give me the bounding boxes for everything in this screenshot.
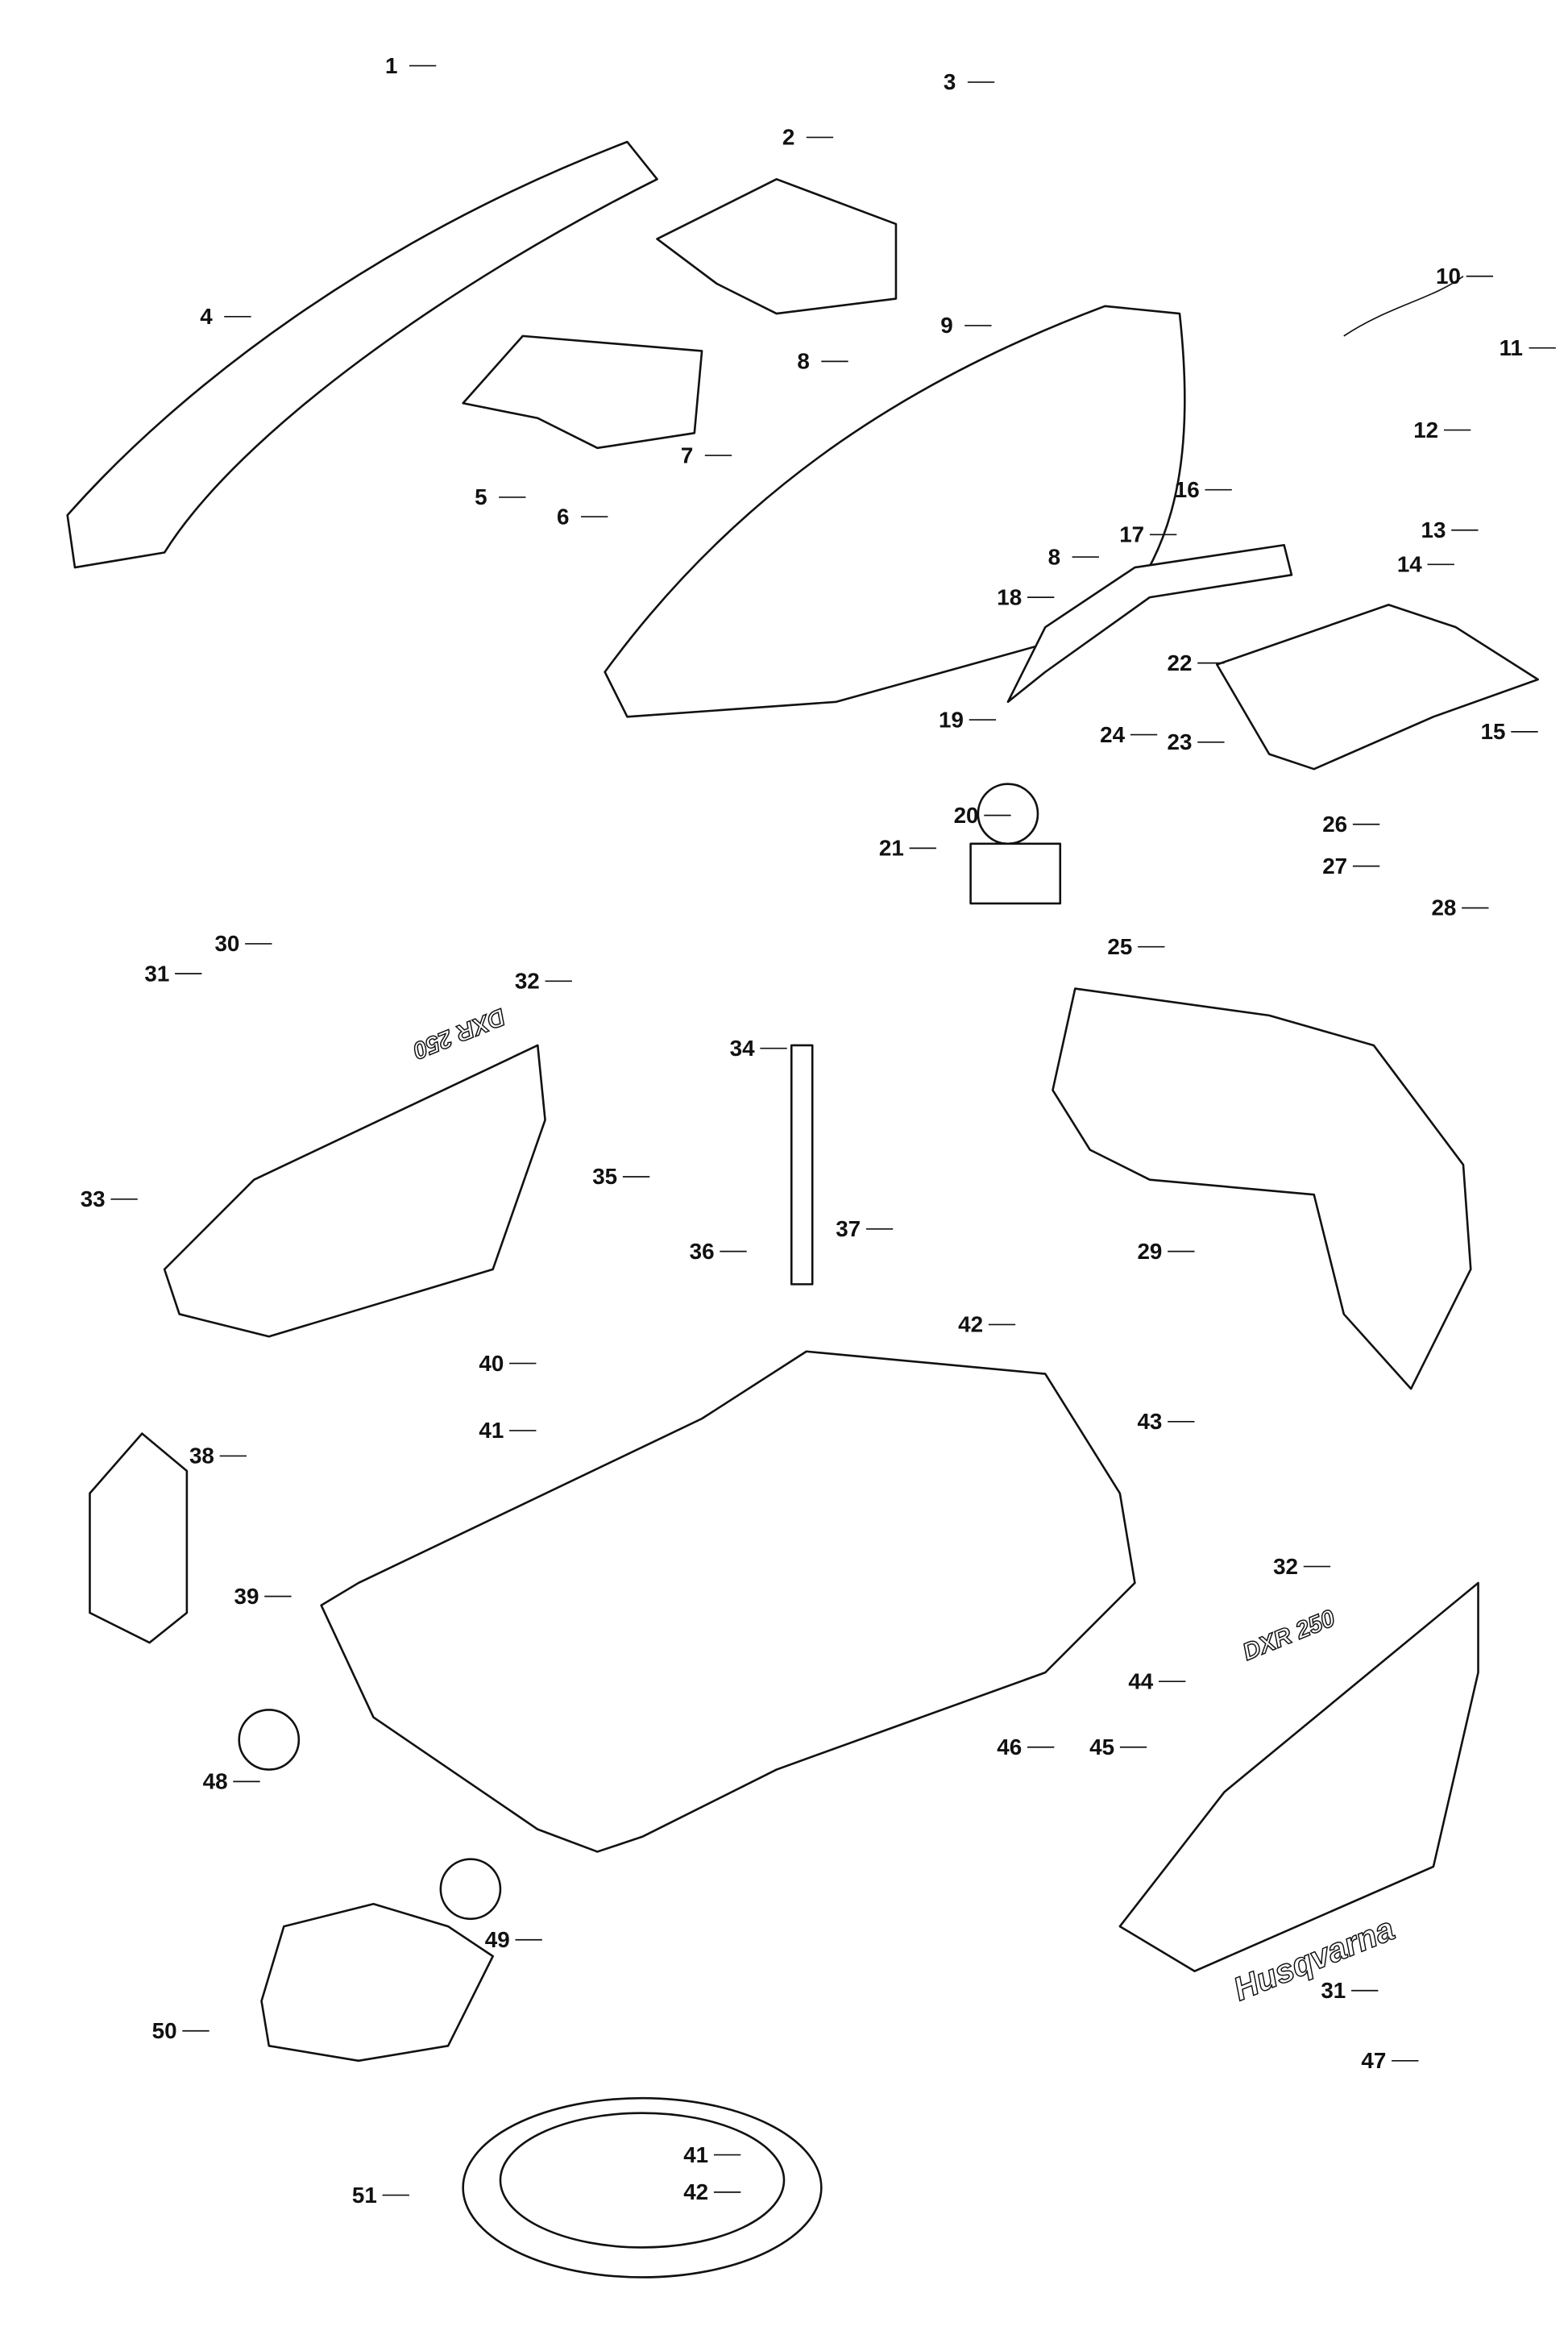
callout-51: 51 — [352, 2183, 377, 2208]
callout-17: 17 — [1119, 522, 1144, 547]
callout-26: 26 — [1322, 812, 1347, 837]
side-panel-right — [1118, 1581, 1479, 1972]
callout-40: 40 — [479, 1351, 504, 1376]
cable-hose — [1343, 276, 1464, 337]
callout-32: 32 — [1273, 1554, 1298, 1579]
callout-19: 19 — [939, 707, 964, 732]
callout-44: 44 — [1128, 1668, 1153, 1693]
callout-41: 41 — [479, 1418, 504, 1443]
control-arm — [1006, 543, 1293, 704]
callout-15: 15 — [1481, 719, 1506, 744]
callout-42: 42 — [958, 1312, 983, 1337]
top-cover-left — [66, 140, 658, 569]
callout-35: 35 — [592, 1164, 617, 1189]
bracket-plate — [1216, 604, 1539, 771]
callout-46: 46 — [997, 1734, 1022, 1759]
callout-13: 13 — [1421, 517, 1446, 542]
callout-16: 16 — [1175, 477, 1200, 502]
rear-housing — [1052, 987, 1472, 1390]
callout-18: 18 — [997, 584, 1022, 609]
callout-12: 12 — [1413, 418, 1438, 442]
model-decal-mirrored: DXR 250 — [409, 1003, 508, 1064]
model-decal: DXR 250 — [1239, 1605, 1339, 1666]
side-panel-left — [163, 1044, 546, 1338]
mount-plate — [462, 334, 703, 450]
callout-8: 8 — [797, 349, 809, 374]
front-guard-left — [89, 1432, 189, 1644]
light-left — [238, 1709, 301, 1771]
callout-36: 36 — [690, 1239, 715, 1264]
bearing-base — [969, 842, 1062, 905]
callout-28: 28 — [1431, 895, 1456, 920]
callout-14: 14 — [1397, 552, 1422, 577]
callout-50: 50 — [152, 2018, 177, 2043]
callout-45: 45 — [1089, 1734, 1114, 1759]
callout-1: 1 — [385, 53, 397, 78]
callout-30: 30 — [214, 931, 239, 956]
callout-43: 43 — [1137, 1409, 1162, 1434]
callout-39: 39 — [234, 1584, 259, 1609]
callout-25: 25 — [1107, 934, 1132, 959]
callout-11: 11 — [1500, 335, 1523, 360]
callout-21: 21 — [879, 836, 904, 861]
callout-33: 33 — [81, 1186, 106, 1211]
callout-47: 47 — [1361, 2048, 1386, 2073]
callout-9: 9 — [940, 313, 952, 338]
callout-34: 34 — [730, 1036, 755, 1061]
callout-42: 42 — [683, 2179, 708, 2204]
callout-10: 10 — [1436, 264, 1461, 289]
callout-5: 5 — [475, 484, 487, 509]
callout-37: 37 — [836, 1216, 861, 1241]
callout-27: 27 — [1322, 854, 1347, 879]
callout-20: 20 — [954, 803, 979, 828]
callout-49: 49 — [485, 1927, 510, 1952]
top-cover-main — [604, 305, 1186, 718]
callout-31: 31 — [1321, 1978, 1346, 2003]
callout-22: 22 — [1168, 650, 1193, 675]
top-cover-middle — [656, 178, 898, 315]
callout-4: 4 — [200, 304, 213, 329]
callout-7: 7 — [681, 442, 693, 467]
callout-2: 2 — [782, 125, 794, 150]
callout-38: 38 — [189, 1444, 214, 1469]
callout-32: 32 — [515, 969, 540, 994]
callout-24: 24 — [1100, 722, 1125, 747]
callout-8: 8 — [1048, 544, 1060, 569]
callout-31: 31 — [144, 961, 169, 986]
callout-48: 48 — [203, 1769, 228, 1794]
bearing-ring — [977, 783, 1039, 845]
callout-6: 6 — [557, 504, 569, 529]
callout-23: 23 — [1168, 729, 1193, 754]
chassis — [320, 1350, 1136, 1853]
light-right — [439, 1858, 502, 1921]
part-outlines — [66, 140, 1539, 2279]
callout-29: 29 — [1137, 1239, 1162, 1264]
slewing-ring-inner — [499, 2112, 786, 2249]
column — [790, 1044, 814, 1286]
callout-41: 41 — [683, 2142, 708, 2167]
callout-3: 3 — [944, 69, 956, 94]
front-guard — [260, 1902, 495, 2063]
